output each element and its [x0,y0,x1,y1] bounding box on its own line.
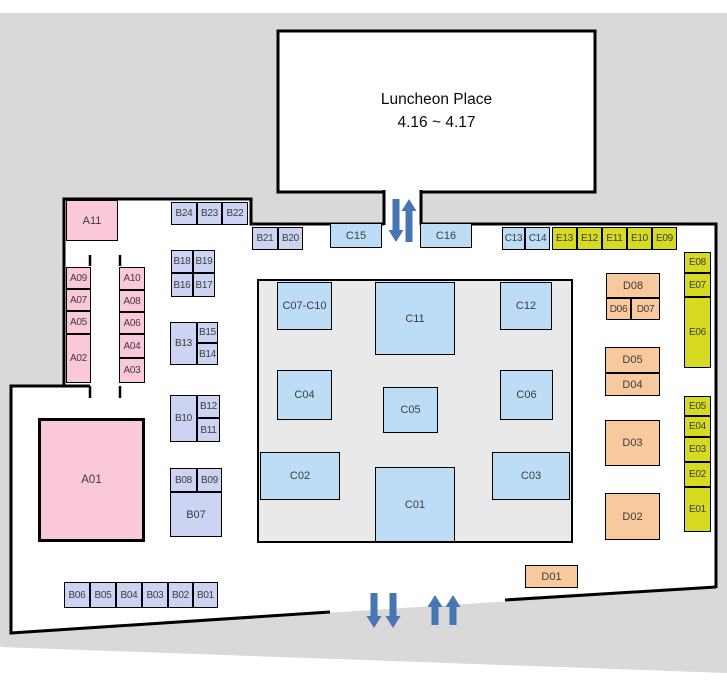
booth-C15[interactable]: C15 [330,223,382,248]
booth-C03[interactable]: C03 [492,452,570,500]
booth-A11[interactable]: A11 [66,200,118,241]
booth-E02[interactable]: E02 [684,462,711,487]
booth-B23[interactable]: B23 [197,202,222,225]
booth-D04[interactable]: D04 [605,373,660,396]
booth-C07-C10[interactable]: C07-C10 [277,282,332,330]
booth-B17[interactable]: B17 [193,273,215,297]
booth-D07[interactable]: D07 [631,298,660,320]
arrow-up-icon [427,595,443,625]
booth-B06[interactable]: B06 [64,582,90,608]
booth-A08[interactable]: A08 [119,290,145,312]
booth-B08[interactable]: B08 [170,468,197,492]
booth-A09[interactable]: A09 [66,267,91,289]
booth-E13[interactable]: E13 [552,227,577,250]
booth-B16[interactable]: B16 [171,273,193,297]
booth-E09[interactable]: E09 [652,227,677,250]
booth-B13[interactable]: B13 [170,322,197,365]
booth-C04[interactable]: C04 [277,370,332,420]
booth-E08[interactable]: E08 [684,252,711,273]
arrow-up-icon [445,595,461,625]
booth-C16[interactable]: C16 [420,223,472,248]
booth-C11[interactable]: C11 [375,282,455,355]
booth-B11[interactable]: B11 [197,418,220,442]
booth-E05[interactable]: E05 [684,396,711,416]
booth-B05[interactable]: B05 [90,582,116,608]
booth-D01[interactable]: D01 [525,565,578,588]
luncheon-place-label: Luncheon Place 4.16 ~ 4.17 [278,31,595,192]
arrow-down-icon [388,199,404,242]
booth-A03[interactable]: A03 [119,358,145,383]
booth-D08[interactable]: D08 [606,273,660,298]
luncheon-place-name: Luncheon Place [380,91,493,109]
wall-stubs [88,255,122,398]
booth-B10[interactable]: B10 [170,395,197,442]
booth-C06[interactable]: C06 [500,370,553,420]
booth-E03[interactable]: E03 [684,437,711,462]
booth-A07[interactable]: A07 [66,289,91,311]
arrow-down-icon [385,593,401,628]
booth-A05[interactable]: A05 [66,311,91,334]
booth-B04[interactable]: B04 [116,582,142,608]
booth-B09[interactable]: B09 [197,468,222,492]
arrow-up-icon [401,199,417,242]
booth-C14[interactable]: C14 [525,227,550,250]
booth-B15[interactable]: B15 [197,322,218,343]
booth-B22[interactable]: B22 [222,202,248,225]
booth-C02[interactable]: C02 [260,452,340,500]
booth-A10[interactable]: A10 [119,267,145,290]
booth-A06[interactable]: A06 [119,312,145,334]
booth-B01[interactable]: B01 [193,582,218,608]
booth-A04[interactable]: A04 [119,334,145,358]
walls [9,190,718,635]
booth-D05[interactable]: D05 [605,347,660,373]
booth-E01[interactable]: E01 [684,487,711,532]
luncheon-corridor [385,189,420,224]
booth-E10[interactable]: E10 [627,227,652,250]
booth-B19[interactable]: B19 [193,250,215,273]
booth-B24[interactable]: B24 [171,202,197,225]
booth-B07[interactable]: B07 [170,492,222,537]
booth-D06[interactable]: D06 [606,298,631,320]
booth-B20[interactable]: B20 [278,227,303,250]
booth-E06[interactable]: E06 [684,297,711,368]
booth-C12[interactable]: C12 [500,282,552,330]
booth-D03[interactable]: D03 [605,420,660,466]
booth-B12[interactable]: B12 [197,395,220,418]
booth-B14[interactable]: B14 [197,343,218,365]
booth-D02[interactable]: D02 [605,493,660,540]
booth-C01[interactable]: C01 [375,467,455,542]
booth-B02[interactable]: B02 [168,582,193,608]
booth-B18[interactable]: B18 [171,250,193,273]
booth-E04[interactable]: E04 [684,416,711,437]
booth-A02[interactable]: A02 [66,334,91,383]
luncheon-place-dates: 4.16 ~ 4.17 [397,113,476,131]
booth-C05[interactable]: C05 [383,387,438,433]
booth-C13[interactable]: C13 [502,227,525,250]
booth-B03[interactable]: B03 [142,582,168,608]
luncheon-place-area [276,29,597,194]
booth-A01[interactable]: A01 [38,418,145,542]
booth-E12[interactable]: E12 [577,227,602,250]
booth-E11[interactable]: E11 [602,227,627,250]
booth-B21[interactable]: B21 [252,227,278,250]
booth-E07[interactable]: E07 [684,273,711,297]
arrow-down-icon [366,593,382,628]
